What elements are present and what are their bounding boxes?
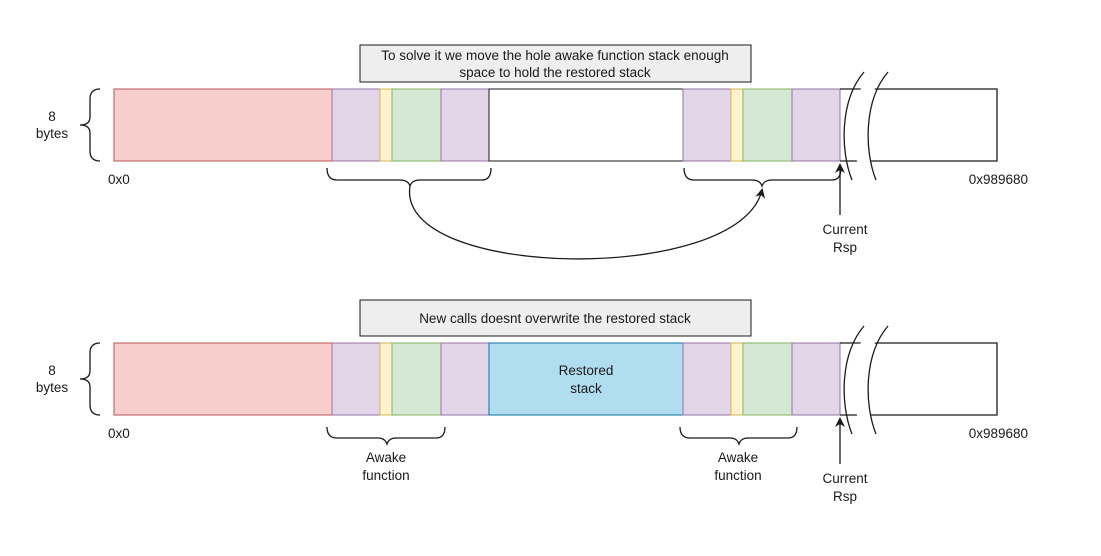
bottom-caption: New calls doesnt overwrite the restored … — [419, 311, 691, 326]
top-size-brace — [79, 88, 101, 162]
top-strip-outline — [840, 88, 998, 162]
bottom-segment-green-2 — [742, 342, 793, 416]
top-segment-red — [113, 88, 333, 162]
top-segment-green-2 — [742, 88, 793, 162]
bottom-diagram: New calls doesnt overwrite the restored … — [36, 299, 1028, 504]
bottom-size-brace — [79, 342, 101, 416]
top-start-address: 0x0 — [108, 172, 130, 187]
bottom-size-label-unit: bytes — [36, 380, 69, 395]
bottom-strip-outline — [840, 342, 998, 416]
top-brace-right — [683, 167, 842, 189]
bottom-brace-left — [326, 426, 446, 447]
top-brace-left — [326, 167, 492, 189]
top-break-fill — [848, 87, 876, 163]
bottom-segment-purple-4 — [791, 342, 841, 416]
bottom-segment-restored-stack — [488, 342, 684, 416]
top-rsp-label-line2: Rsp — [833, 240, 857, 255]
top-size-label-unit: bytes — [36, 126, 69, 141]
top-caption-line1: To solve it we move the hole awake funct… — [381, 48, 728, 63]
top-break-mark-left — [843, 71, 865, 181]
top-move-arrow — [409, 185, 766, 260]
bottom-rsp-label-line2: Rsp — [833, 489, 857, 504]
bottom-size-label-number: 8 — [48, 363, 56, 378]
top-caption-box — [359, 44, 752, 83]
restored-stack-label-line1: Restored — [559, 363, 614, 378]
bottom-break-mark-right — [867, 325, 889, 435]
awake-function-left-line1: Awake — [366, 450, 406, 465]
top-end-address: 0x989680 — [969, 172, 1028, 187]
bottom-break-mark-left — [843, 325, 865, 435]
top-segment-yellow-1 — [379, 88, 393, 162]
top-segment-green-1 — [391, 88, 442, 162]
top-diagram: To solve it we move the hole awake funct… — [36, 44, 1028, 260]
top-segment-yellow-2 — [730, 88, 744, 162]
bottom-segment-red — [113, 342, 333, 416]
bottom-segment-yellow-2 — [730, 342, 744, 416]
top-rsp-label-line1: Current — [822, 222, 867, 237]
top-segment-purple-2 — [440, 88, 490, 162]
top-break-mark-right — [867, 71, 889, 181]
bottom-segment-purple-3 — [682, 342, 732, 416]
top-size-label-number: 8 — [48, 109, 56, 124]
top-segment-empty — [488, 88, 684, 162]
bottom-end-address: 0x989680 — [969, 426, 1028, 441]
top-caption-line2: space to hold the restored stack — [459, 65, 651, 80]
bottom-segment-yellow-1 — [379, 342, 393, 416]
top-segment-purple-3 — [682, 88, 732, 162]
bottom-brace-right — [679, 426, 798, 447]
bottom-segment-purple-1 — [331, 342, 381, 416]
awake-function-right-line1: Awake — [718, 450, 758, 465]
awake-function-left-line2: function — [362, 468, 409, 483]
bottom-caption-box — [359, 299, 752, 337]
bottom-segment-purple-2 — [440, 342, 490, 416]
restored-stack-label-line2: stack — [570, 381, 602, 396]
awake-function-right-line2: function — [714, 468, 761, 483]
bottom-start-address: 0x0 — [108, 426, 130, 441]
top-segment-purple-4 — [791, 88, 841, 162]
bottom-segment-green-1 — [391, 342, 442, 416]
bottom-rsp-label-line1: Current — [822, 471, 867, 486]
bottom-break-fill — [848, 341, 876, 417]
top-segment-purple-1 — [331, 88, 381, 162]
